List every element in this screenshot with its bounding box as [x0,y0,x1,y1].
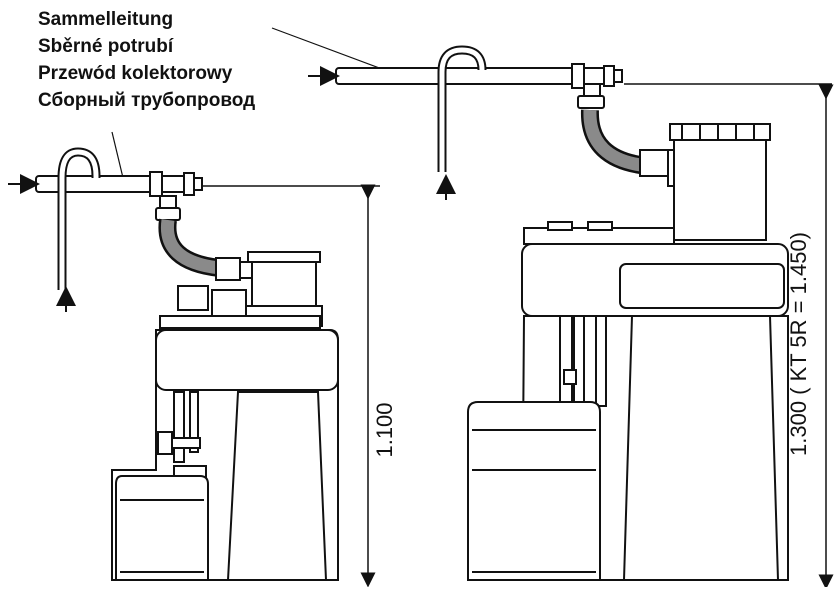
right-softener-unit [308,45,789,581]
label-russian: Сборный трубопровод [38,90,256,111]
label-german: Sammelleitung [38,9,174,30]
right-height-label: 1.300 ( KT 5R = 1.450) [786,232,811,456]
collector-pipe-labels: Sammelleitung Sběrné potrubí Przewód kol… [38,6,255,114]
leader-right-pipe [271,27,391,73]
left-softener-unit [8,147,339,581]
right-collector-pipe [308,63,623,109]
leader-left-pipe [111,131,125,183]
left-drain-tube [57,147,101,290]
left-dimension-line [202,184,380,588]
label-czech: Sběrné potrubí [38,36,174,57]
right-dimension-line [624,83,834,590]
label-leaders [111,27,391,183]
label-polish: Przewód kolektorowy [38,63,233,84]
left-collector-pipe [8,171,203,221]
left-height-label: 1.100 [372,402,397,457]
